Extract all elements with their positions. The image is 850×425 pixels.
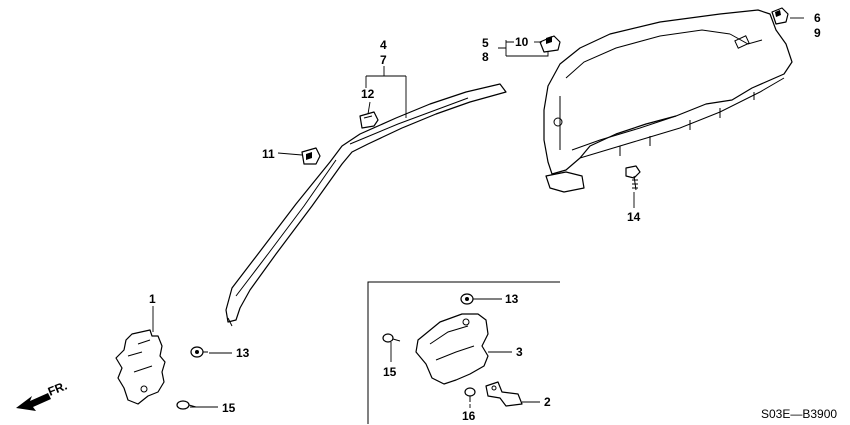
part-15-screw: [176, 400, 197, 410]
callout-15-left: 15: [222, 401, 236, 415]
callout-1: 1: [149, 292, 156, 306]
callout-10: 10: [515, 35, 529, 49]
callout-16: 16: [462, 409, 476, 423]
part-2-bracket: [485, 381, 523, 407]
callout-13-inset: 13: [505, 292, 519, 306]
callout-4: 4: [380, 38, 387, 52]
part-13-grommet: [190, 346, 208, 358]
part-4-7-pillar-trim: [225, 83, 507, 327]
part-3-cover: [415, 313, 489, 385]
callout-7: 7: [380, 53, 387, 67]
part-5-8-quarter-trim: [543, 9, 793, 193]
callout-5: 5: [482, 36, 489, 50]
part-6-9-clip: [771, 7, 789, 25]
callout-9: 9: [814, 26, 821, 40]
callout-8: 8: [482, 50, 489, 64]
part-16-screw: [464, 387, 476, 402]
part-15-screw-inset: [382, 333, 401, 343]
leader-lines: [152, 17, 804, 408]
callout-3: 3: [516, 345, 523, 359]
front-direction-arrow: FR.: [16, 379, 69, 411]
callout-13-left: 13: [236, 346, 250, 360]
part-1-kick-panel: [115, 329, 166, 405]
front-label: FR.: [46, 379, 69, 399]
callout-6: 6: [814, 11, 821, 25]
part-13-grommet-inset: [460, 293, 474, 305]
part-10-clip: [539, 35, 561, 53]
diagram-code: S03E—B3900: [761, 407, 837, 421]
callout-15-inset: 15: [383, 365, 397, 379]
part-12-clip: [359, 111, 379, 129]
callout-12: 12: [361, 87, 375, 101]
part-11-clip: [301, 147, 321, 165]
callout-2: 2: [544, 395, 551, 409]
part-14-bolt: [625, 165, 641, 191]
front-arrow-icon: [16, 393, 51, 411]
callout-11: 11: [262, 147, 275, 161]
inset-frame: [367, 281, 560, 424]
callout-14: 14: [627, 210, 641, 224]
callouts: 1 13 15 4 7 12 11 5 8 10 6 9 14 13 3 15 …: [149, 11, 821, 423]
